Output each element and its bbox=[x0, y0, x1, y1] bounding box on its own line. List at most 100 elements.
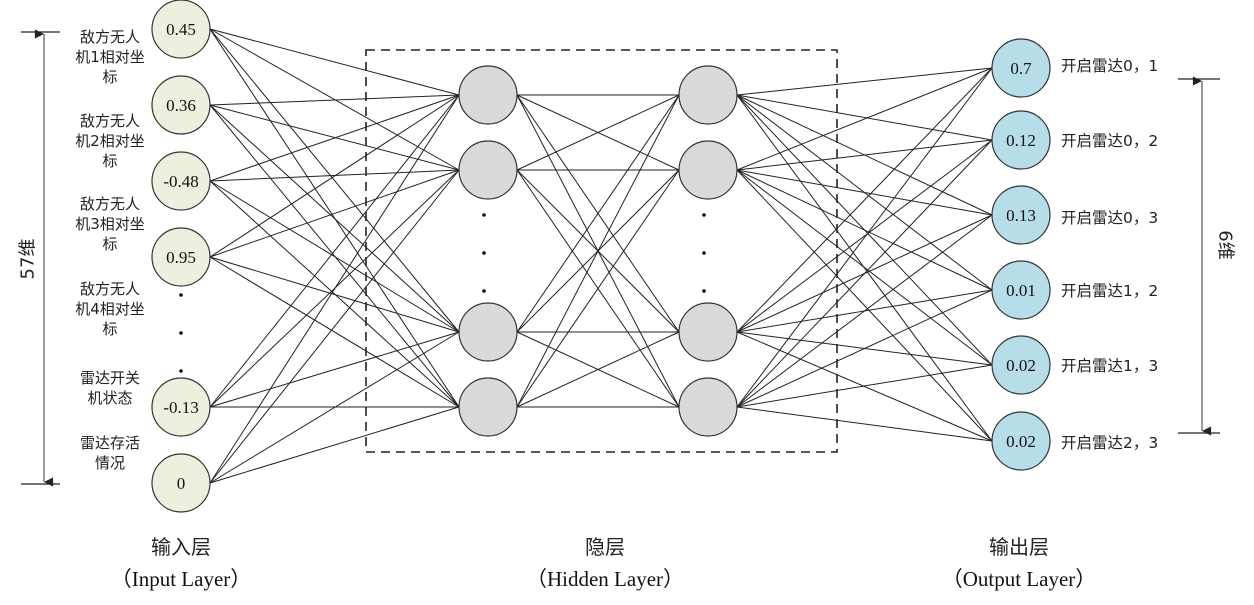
hidden-hidden-edge bbox=[516, 94, 680, 408]
input-node-value: -0.13 bbox=[163, 398, 198, 417]
output-node: 0.13 bbox=[991, 185, 1051, 245]
input-hidden-edge bbox=[209, 94, 460, 408]
hidden-output-edge bbox=[736, 139, 993, 171]
output-label: 开启雷达1，3 bbox=[1061, 357, 1159, 375]
input-layer-title: 输入层 bbox=[151, 535, 211, 559]
output-label: 开启雷达0，1 bbox=[1061, 57, 1159, 75]
hidden-output-edge bbox=[736, 67, 993, 171]
ellipsis-dots bbox=[179, 213, 706, 373]
output-node-value: 0.02 bbox=[1006, 356, 1036, 375]
ellipsis-dot bbox=[179, 369, 183, 373]
input-hidden-edge bbox=[209, 28, 460, 96]
input-layer-subtitle: （Input Layer） bbox=[110, 567, 252, 591]
input-hidden-edge bbox=[209, 169, 460, 484]
output-node-circle bbox=[991, 411, 1051, 471]
output-node: 0.7 bbox=[991, 38, 1051, 98]
output-node-circle bbox=[991, 260, 1051, 320]
hidden-hidden-edge bbox=[516, 94, 680, 171]
input-node-value: 0.36 bbox=[166, 96, 196, 115]
input-hidden-edge bbox=[209, 104, 460, 333]
hidden-node-circle bbox=[678, 65, 738, 125]
hidden-node bbox=[678, 377, 738, 437]
ellipsis-dot bbox=[702, 213, 706, 217]
hidden-output-edge bbox=[736, 406, 993, 442]
input-node-value: 0.95 bbox=[166, 248, 196, 267]
input-feature-label: 敌方无人机3相对坐标 bbox=[75, 195, 145, 253]
input-hidden-edge bbox=[209, 28, 460, 333]
hidden-node bbox=[458, 302, 518, 362]
input-hidden-edge bbox=[209, 180, 460, 333]
input-hidden-edge bbox=[209, 169, 460, 258]
output-node-value: 0.12 bbox=[1006, 131, 1036, 150]
hidden-output-edge bbox=[736, 169, 993, 216]
ellipsis-dot bbox=[702, 289, 706, 293]
hidden-node-circle bbox=[458, 65, 518, 125]
hidden-node bbox=[678, 302, 738, 362]
input-feature-label: 敌方无人机2相对坐标 bbox=[75, 112, 145, 170]
output-label: 开启雷达1，2 bbox=[1061, 282, 1159, 300]
input-node-circle bbox=[151, 453, 211, 513]
ellipsis-dot bbox=[482, 251, 486, 255]
input-hidden-edge bbox=[209, 406, 460, 484]
input-hidden-edge bbox=[209, 94, 460, 258]
hidden-output-edge bbox=[736, 169, 993, 291]
input-node-circle bbox=[151, 227, 211, 287]
ellipsis-dot bbox=[179, 293, 183, 297]
output-node-value: 0.02 bbox=[1006, 432, 1036, 451]
nodes: 0.450.36-0.480.95-0.1300.70.120.130.010.… bbox=[151, 0, 1051, 513]
hidden-output-edge bbox=[736, 67, 993, 408]
input-node: 0.45 bbox=[151, 0, 211, 59]
hidden-output-edge bbox=[736, 169, 993, 442]
connections bbox=[209, 28, 993, 484]
input-hidden-edge bbox=[209, 256, 460, 333]
output-node-circle bbox=[991, 38, 1051, 98]
hidden-node bbox=[458, 377, 518, 437]
hidden-node-circle bbox=[678, 377, 738, 437]
output-node: 0.02 bbox=[991, 411, 1051, 471]
hidden-output-edge bbox=[736, 214, 993, 408]
hidden-output-edge bbox=[736, 139, 993, 333]
hidden-hidden-edge bbox=[516, 169, 680, 408]
hidden-output-edge bbox=[736, 364, 993, 408]
input-node-value: 0 bbox=[177, 474, 186, 493]
ellipsis-dot bbox=[702, 251, 706, 255]
input-hidden-edge bbox=[209, 331, 460, 484]
input-hidden-edge bbox=[209, 94, 460, 106]
input-node-circle bbox=[151, 377, 211, 437]
output-node-circle bbox=[991, 110, 1051, 170]
input-hidden-edge bbox=[209, 94, 460, 484]
hidden-layer-subtitle: （Hidden Layer） bbox=[525, 567, 685, 591]
input-hidden-edge bbox=[209, 256, 460, 408]
input-hidden-edge bbox=[209, 331, 460, 408]
hidden-node-circle bbox=[458, 302, 518, 362]
hidden-output-edge bbox=[736, 67, 993, 96]
output-layer-subtitle: （Output Layer） bbox=[941, 567, 1097, 591]
hidden-layer-box bbox=[365, 49, 838, 453]
input-node-circle bbox=[151, 151, 211, 211]
hidden-node bbox=[678, 65, 738, 125]
input-feature-label: 雷达存活情况 bbox=[79, 434, 140, 472]
output-label: 开启雷达0，2 bbox=[1061, 132, 1159, 150]
hidden-node bbox=[458, 140, 518, 200]
output-label: 开启雷达0，3 bbox=[1061, 209, 1159, 227]
input-dimension-bracket bbox=[21, 29, 60, 487]
hidden-output-edge bbox=[736, 67, 993, 333]
output-node: 0.12 bbox=[991, 110, 1051, 170]
hidden-hidden-edge bbox=[516, 331, 680, 408]
ellipsis-dot bbox=[482, 289, 486, 293]
input-node-value: 0.45 bbox=[166, 20, 196, 39]
hidden-node-circle bbox=[678, 140, 738, 200]
output-node-circle bbox=[991, 185, 1051, 245]
ellipsis-dot bbox=[482, 213, 486, 217]
output-node-value: 0.7 bbox=[1010, 59, 1032, 78]
hidden-node bbox=[678, 140, 738, 200]
input-node-circle bbox=[151, 0, 211, 59]
input-hidden-edge bbox=[209, 94, 460, 182]
input-node-value: -0.48 bbox=[163, 172, 198, 191]
hidden-output-edge bbox=[736, 169, 993, 366]
hidden-output-edge bbox=[736, 289, 993, 408]
output-node: 0.02 bbox=[991, 335, 1051, 395]
hidden-node-circle bbox=[458, 140, 518, 200]
hidden-layer-title: 隐层 bbox=[585, 535, 625, 559]
